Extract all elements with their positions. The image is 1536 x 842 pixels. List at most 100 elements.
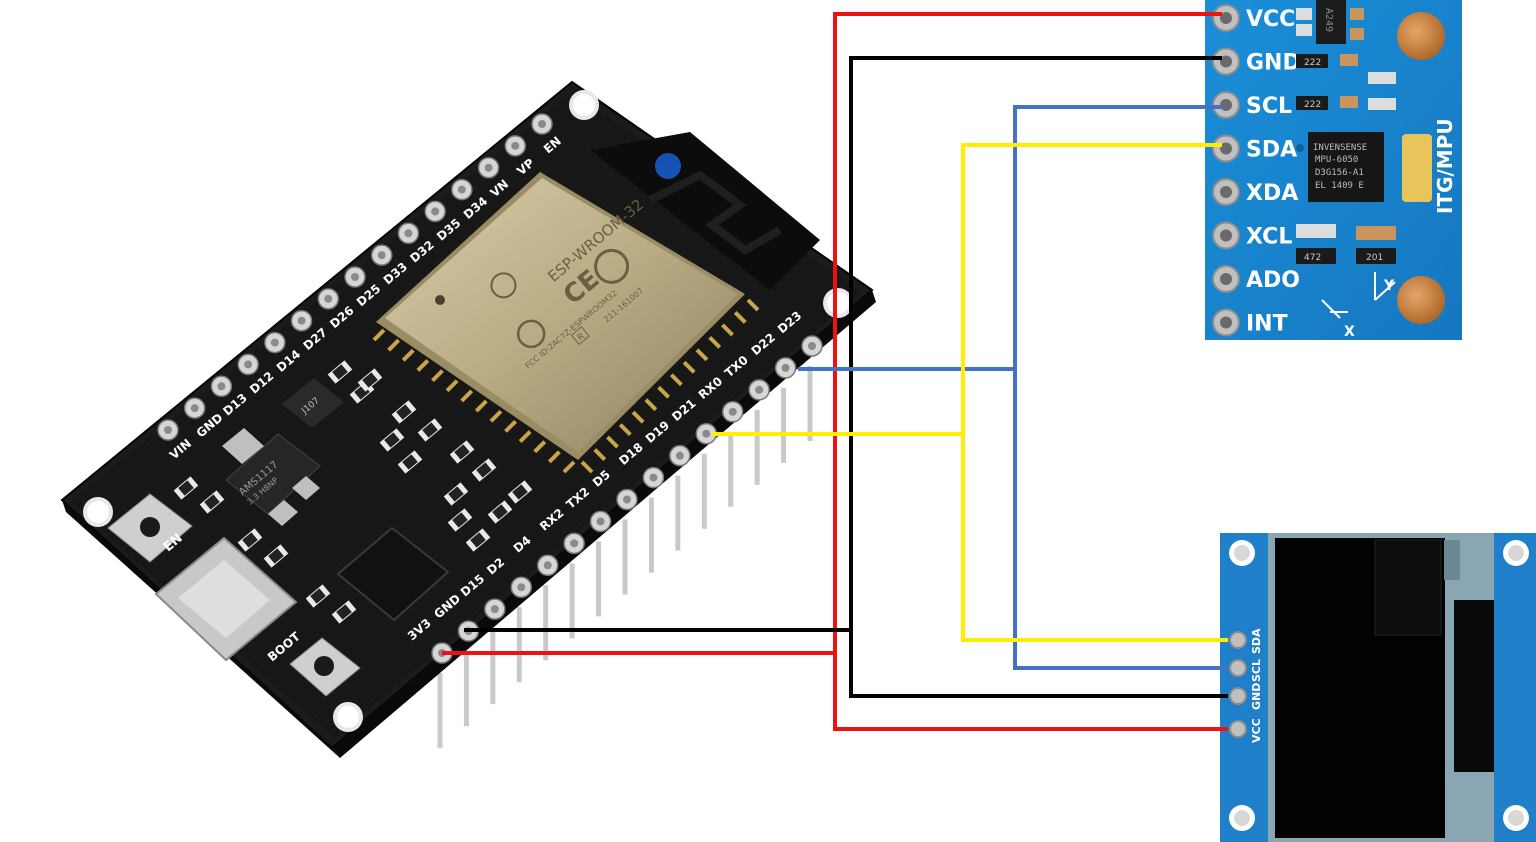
mpu-pin-hole-xda (1220, 186, 1232, 198)
esp32-bottom-pin-hole-11 (728, 407, 737, 416)
mounting-holes (83, 90, 853, 732)
module-pad-bottom-7 (669, 373, 683, 387)
mpu-regulator-label: A249 (1323, 8, 1334, 32)
module-pad-bottom-10 (708, 335, 722, 349)
axis-x-label: X (1344, 324, 1355, 340)
usb-serial-chip (336, 526, 450, 622)
r-mark: R (576, 332, 587, 344)
mpu-resistor-3-label: 472 (1304, 253, 1321, 263)
blue-dot (655, 153, 681, 179)
scl-wire (798, 105, 1222, 371)
esp32-bottom-pin-hole-7 (623, 495, 631, 504)
wifi-logo (490, 272, 517, 299)
esp32-bottom-pin-hole-2 (490, 605, 499, 614)
esp32-top-pin-hole-9 (404, 229, 413, 238)
tantalum-capacitor (1402, 134, 1432, 202)
module-pad-left-8 (489, 409, 503, 423)
axis-y-label: Y (1383, 278, 1395, 294)
module-pad-left-2 (401, 348, 415, 362)
chip-line-1: INVENSENSE (1313, 143, 1367, 153)
module-pad-left-11 (533, 440, 547, 454)
esp32-devkit-board: VINGNDD13D12D14D27D26D25D33D32D35D34VNVP… (60, 80, 876, 758)
mpu-resistor-2-label: 222 (1304, 100, 1321, 110)
esp32-bottom-header (431, 335, 823, 664)
axis-indicator: Y X (1321, 272, 1396, 340)
smd-component-9 (465, 528, 491, 552)
wifi-antenna (590, 132, 820, 290)
mpu-brand-label: ITG/MPU (1433, 118, 1457, 214)
mpu-pin-hole-int (1220, 316, 1232, 329)
smd-component-6 (507, 480, 533, 504)
mpu-resistor-1: 222 (1296, 54, 1328, 68)
smd-component-12 (237, 528, 263, 552)
smd-component-0 (327, 360, 353, 384)
module-pad-left-4 (431, 369, 444, 383)
mpu-pin-label-vcc: VCC (1246, 7, 1295, 32)
smd-component-10 (379, 428, 405, 452)
smd-component-17 (331, 600, 357, 624)
esp32-top-pin-hole-4 (270, 338, 279, 347)
module-castellated-pads (372, 298, 760, 474)
esp32-bottom-pin-hole-14 (808, 342, 816, 350)
module-pad-left-9 (504, 419, 517, 433)
esp32-top-header (157, 113, 553, 441)
oled-pin-vcc (1229, 720, 1247, 738)
module-pad-bottom-6 (657, 385, 671, 399)
module-pad-bottom-5 (644, 398, 658, 412)
chip-line-4: EL 1409 E (1315, 181, 1364, 191)
esp32-top-pin-hole-5 (297, 316, 306, 325)
esp32-bottom-pin-hole-9 (675, 451, 684, 460)
esp32-bottom-pin-hole-10 (702, 429, 711, 438)
module-pad-left-10 (518, 430, 532, 443)
mpu-pin-hole-gnd (1220, 55, 1232, 68)
mpu-pin-hole-sda (1220, 142, 1232, 155)
module-pad-bottom-9 (695, 348, 709, 362)
mpu-resistor-3: 472 (1296, 248, 1336, 264)
oled-pin-gnd (1229, 687, 1247, 705)
mpu-regulator (1316, 0, 1346, 44)
esp32-top-pin-hole-6 (324, 294, 333, 303)
esp32-top-pin-hole-11 (457, 185, 466, 194)
esp32-top-pin-hole-12 (484, 163, 493, 172)
esp32-top-pin-hole-10 (431, 207, 440, 216)
mpu-pin-label-scl: SCL (1246, 94, 1292, 119)
sda-wire-oled (961, 434, 1228, 642)
wires (442, 12, 1228, 731)
esp32-bottom-pin-hole-4 (543, 561, 552, 570)
esp32-top-pin-hole-0 (164, 426, 172, 434)
vcc-wire-oled (833, 653, 1228, 731)
smd-component-13 (263, 544, 289, 568)
smd-component-19 (357, 368, 383, 392)
mpu-pin-hole-scl (1220, 99, 1232, 111)
esp32-bottom-pin-hole-5 (570, 539, 579, 548)
mpu-pin-hole-ado (1220, 273, 1232, 285)
oled-pin-label-vcc: VCC (1250, 718, 1263, 743)
oled-pin-scl (1229, 659, 1247, 677)
module-pad-left-13 (562, 460, 576, 474)
chip-line-3: D3G156-A1 (1315, 168, 1364, 178)
oled-pin-label-gnd: GND (1250, 683, 1263, 710)
voltage-regulator: AMS1117 3.3 H8NP (222, 428, 321, 526)
module-pad-bottom-1 (593, 448, 607, 461)
smd-component-15 (199, 490, 225, 514)
smd-component-8 (447, 508, 473, 532)
mpu-resistor-5: 201 (1356, 248, 1396, 264)
smd-component-16 (305, 584, 331, 608)
chip-line-2: MPU-6050 (1315, 155, 1358, 165)
gnd-wire-mpu (464, 56, 1222, 632)
esp32-top-pin-hole-1 (190, 404, 199, 413)
esp32-bottom-pin-hole-3 (517, 583, 526, 592)
module-pad-left-3 (416, 359, 430, 372)
module-pad-left-0 (372, 328, 386, 342)
module-pad-bottom-4 (631, 410, 645, 424)
oled-ribbon (1454, 600, 1494, 772)
esp32-bottom-pin-hole-8 (649, 473, 658, 482)
mpu-copper-pad-top (1397, 12, 1445, 60)
module-pad-bottom-2 (606, 435, 619, 449)
fcc-logo (516, 319, 546, 349)
module-pad-left-1 (387, 338, 401, 352)
